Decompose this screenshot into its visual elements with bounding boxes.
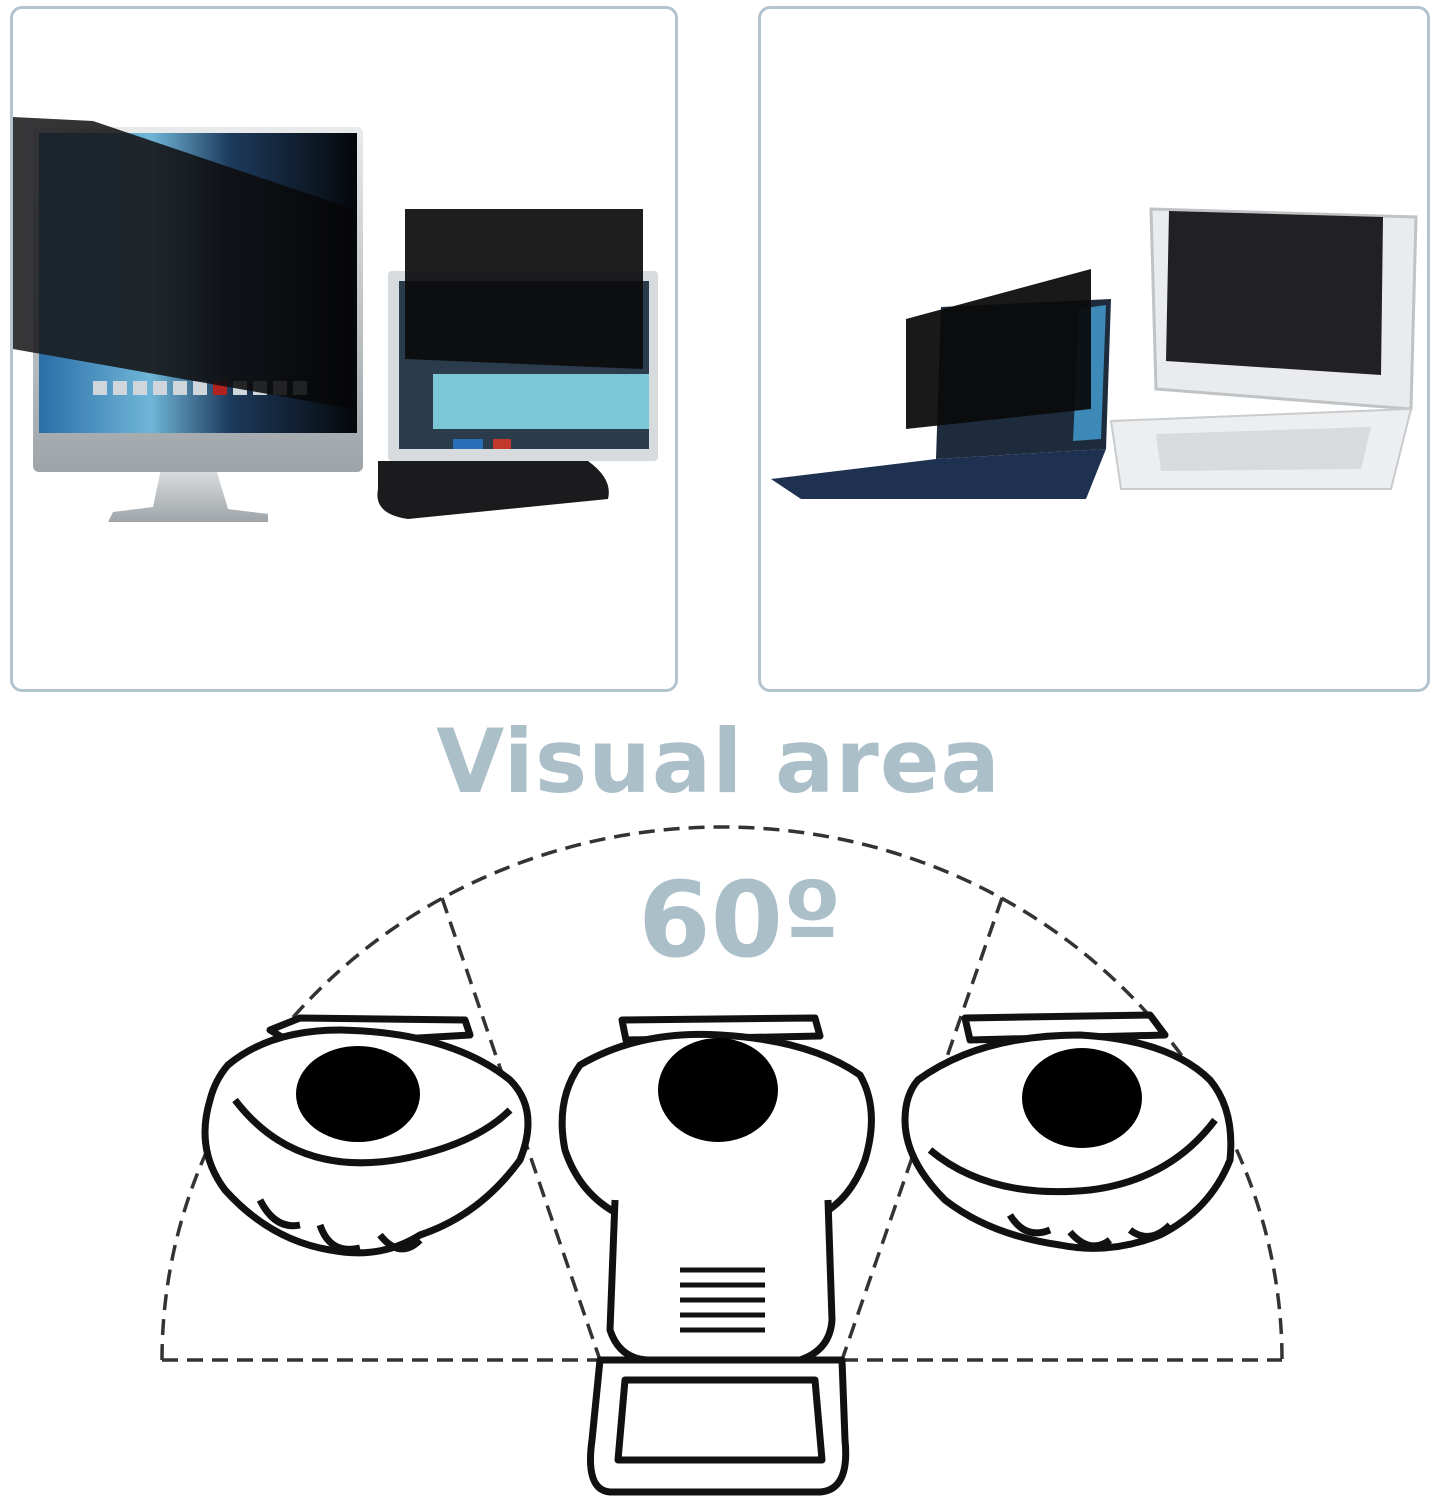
monitor-illustration [13, 117, 658, 522]
privacy-filter-standard [405, 209, 643, 369]
monitor-stand [108, 459, 268, 522]
privacy-filter-silver-laptop [1166, 211, 1383, 375]
angle-boundary-left [440, 897, 602, 1361]
monitor-filter-panel [10, 6, 678, 692]
viewing-angle-diagram [160, 825, 1284, 1496]
laptop-illustration [771, 207, 1418, 499]
visual-area-arc [160, 825, 1284, 1361]
laptop-filter-panel [758, 6, 1430, 692]
privacy-filter-widescreen [13, 117, 353, 409]
laptop-topdown [586, 1356, 850, 1496]
viewer-center [558, 1014, 875, 1364]
monitor-base [377, 461, 609, 519]
viewing-angle-label: 60º [638, 859, 842, 981]
viewer-left [201, 1014, 532, 1257]
dark-laptop-base [771, 449, 1106, 499]
viewer-right [901, 1011, 1235, 1252]
privacy-filter-dark-laptop [906, 269, 1091, 429]
visual-area-heading: Visual area [436, 710, 1001, 813]
angle-boundary-right [840, 897, 1004, 1361]
